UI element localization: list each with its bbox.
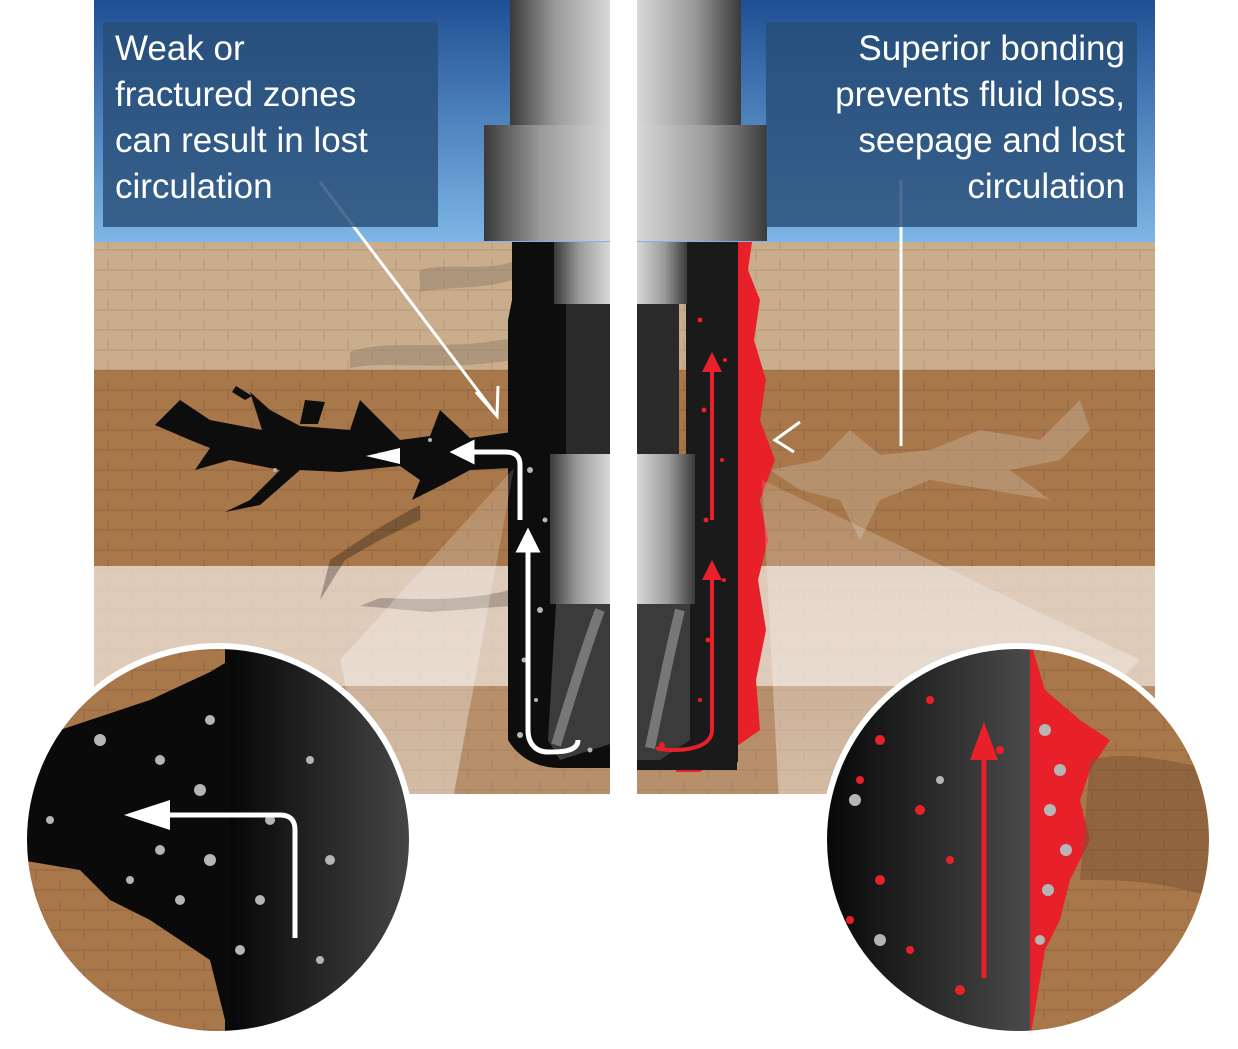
- caption-superior-bonding: Superior bonding prevents fluid loss, se…: [766, 22, 1137, 227]
- sealing-layer-red: [676, 242, 775, 772]
- drill-pipe-right: [637, 0, 741, 125]
- arrow-icon: [970, 722, 998, 760]
- flow-arrow-right: [655, 560, 722, 752]
- pipe-section-left: [554, 242, 610, 304]
- left-panel: [94, 0, 610, 1010]
- drill-pipe-left: [510, 0, 610, 125]
- caption-line: seepage and lost: [858, 121, 1125, 160]
- zoom-sealed-crack: [1080, 755, 1210, 900]
- fracture-branch: [232, 386, 252, 400]
- red-specks-right: [659, 317, 727, 748]
- pipe-inner-left: [566, 304, 610, 454]
- pipe-collar-left: [484, 125, 610, 241]
- fracture-network: [155, 392, 512, 512]
- magnifier-beam-left: [340, 468, 514, 1010]
- fracture-branch: [300, 400, 325, 424]
- pipe-lower-collar-right: [637, 454, 695, 604]
- zoom-gravel-right: [849, 724, 1072, 946]
- caption-line: circulation: [115, 167, 273, 206]
- pointer-head-left: [474, 385, 500, 420]
- caption-lost-circulation: Weak or fractured zones can result in lo…: [103, 22, 438, 227]
- caption-line: circulation: [967, 167, 1125, 206]
- arrow-icon: [124, 800, 170, 830]
- zoom-gravel-left: [46, 715, 335, 964]
- pointer-head-right: [772, 420, 801, 454]
- zoom-fracture-left: [26, 660, 230, 1032]
- flow-arrow-left-upper: [449, 439, 523, 520]
- seepage-streak: [420, 262, 512, 292]
- pipe-inner-right: [637, 304, 679, 454]
- caption-line: prevents fluid loss,: [835, 75, 1125, 114]
- caption-line: Weak or: [115, 29, 245, 68]
- zoom-red-specks-right: [846, 696, 1004, 995]
- caption-line: can result in lost: [115, 121, 368, 160]
- pipe-lower-collar-left: [550, 454, 610, 604]
- arrow-icon: [366, 448, 400, 464]
- caption-line: fractured zones: [115, 75, 357, 114]
- zoom-circle-right: [821, 643, 1215, 1037]
- pipe-section-right: [637, 242, 687, 304]
- zoom-seal-right: [1030, 648, 1110, 1032]
- drill-bit-flute: [551, 608, 605, 747]
- pipe-collar-right: [637, 125, 767, 241]
- fracture-faint: [320, 505, 420, 600]
- flow-arrow-left: [515, 527, 581, 755]
- zoom-flow-arrow-left: [140, 812, 298, 938]
- caption-line: Superior bonding: [858, 29, 1125, 68]
- sealed-fracture-faint: [770, 400, 1090, 540]
- seepage-streak: [350, 338, 512, 368]
- drill-bit-flute-right: [645, 608, 685, 750]
